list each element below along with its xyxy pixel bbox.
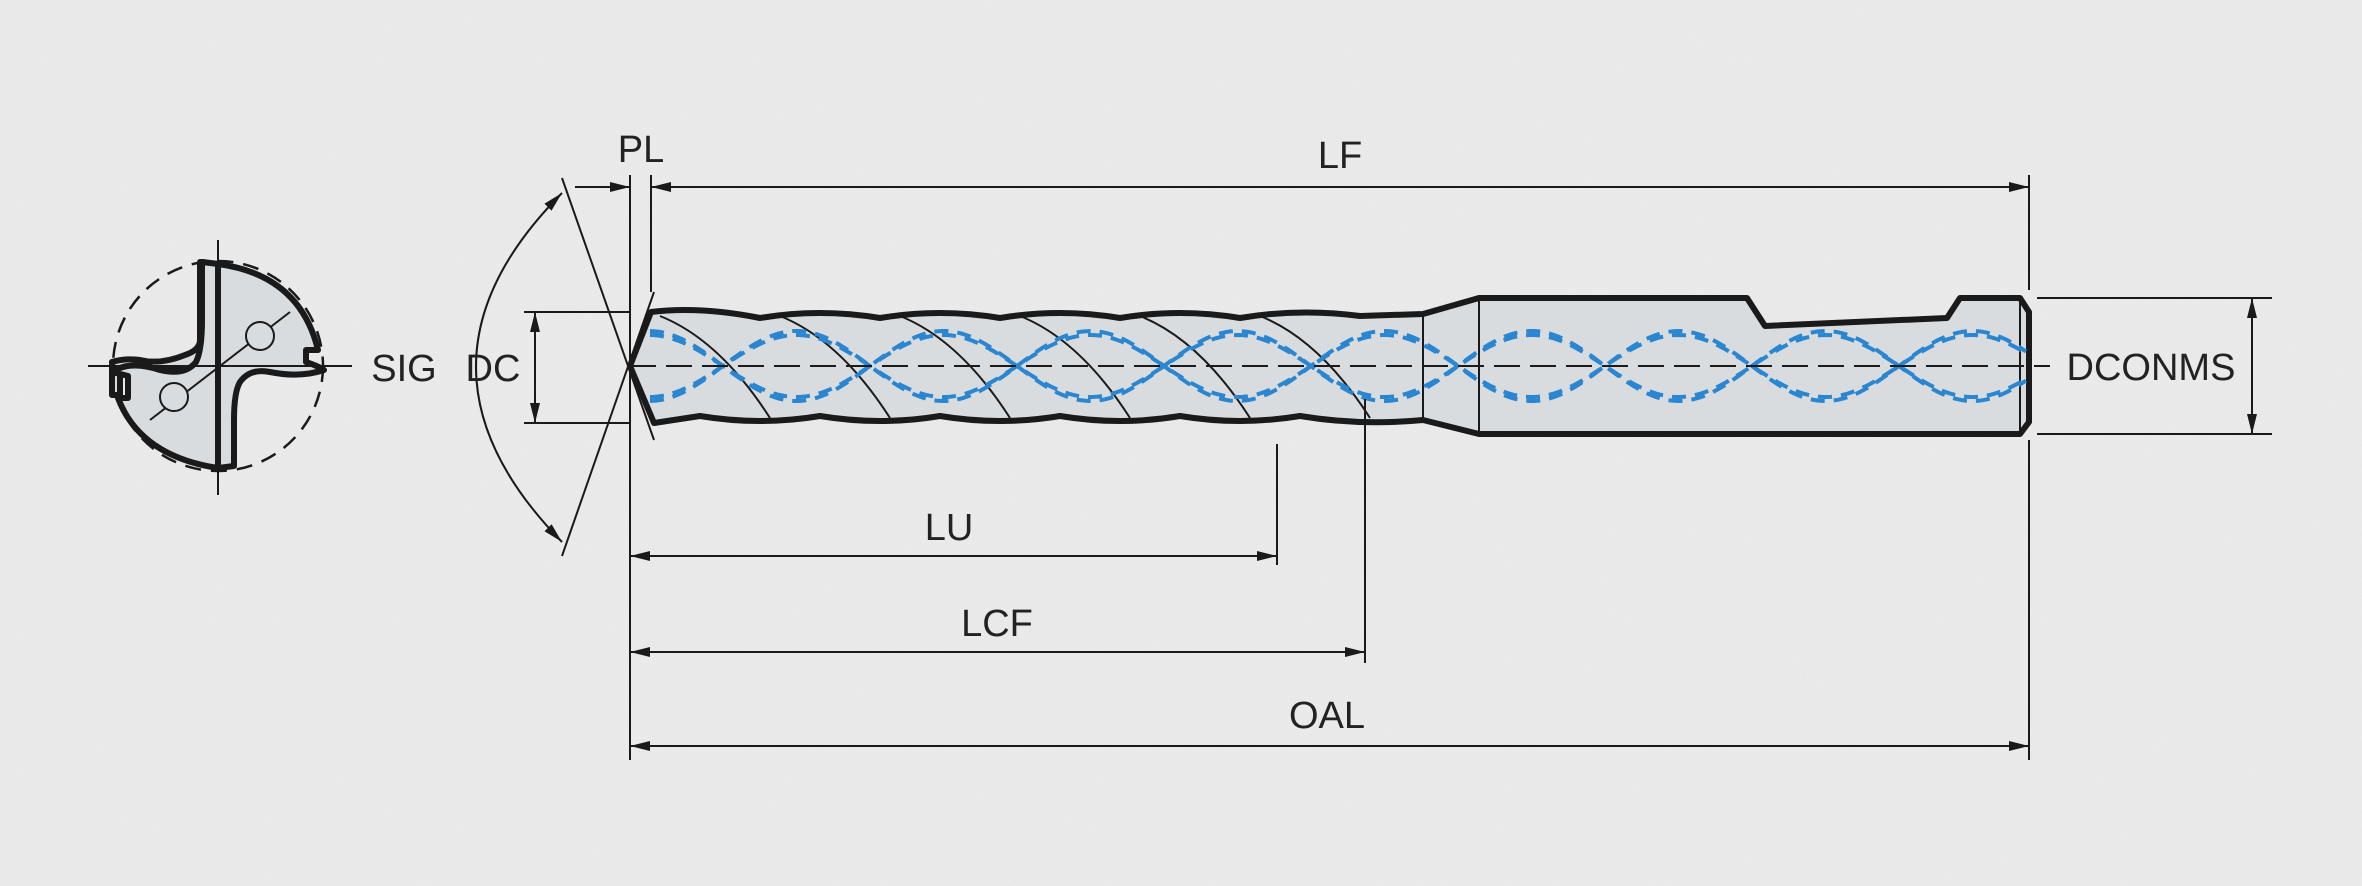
flute-edge <box>779 315 891 419</box>
flute-edge <box>1259 315 1371 419</box>
coolant-channel <box>649 328 2028 404</box>
dc-label: DC <box>466 348 521 390</box>
pl-label: PL <box>618 129 664 171</box>
flute-edge <box>659 315 771 419</box>
end-view <box>88 240 352 495</box>
flute-edge <box>1139 315 1251 419</box>
lu-label: LU <box>925 507 974 549</box>
flute-edge <box>1019 315 1131 419</box>
flute-edge <box>899 315 1011 419</box>
sig-label: SIG <box>371 348 436 390</box>
dconms-label: DCONMS <box>2067 347 2236 389</box>
drill-body <box>627 295 2050 437</box>
lcf-label: LCF <box>961 603 1033 645</box>
coolant-channel <box>649 328 2028 404</box>
oal-label: OAL <box>1289 695 1365 737</box>
lf-label: LF <box>1318 135 1362 177</box>
